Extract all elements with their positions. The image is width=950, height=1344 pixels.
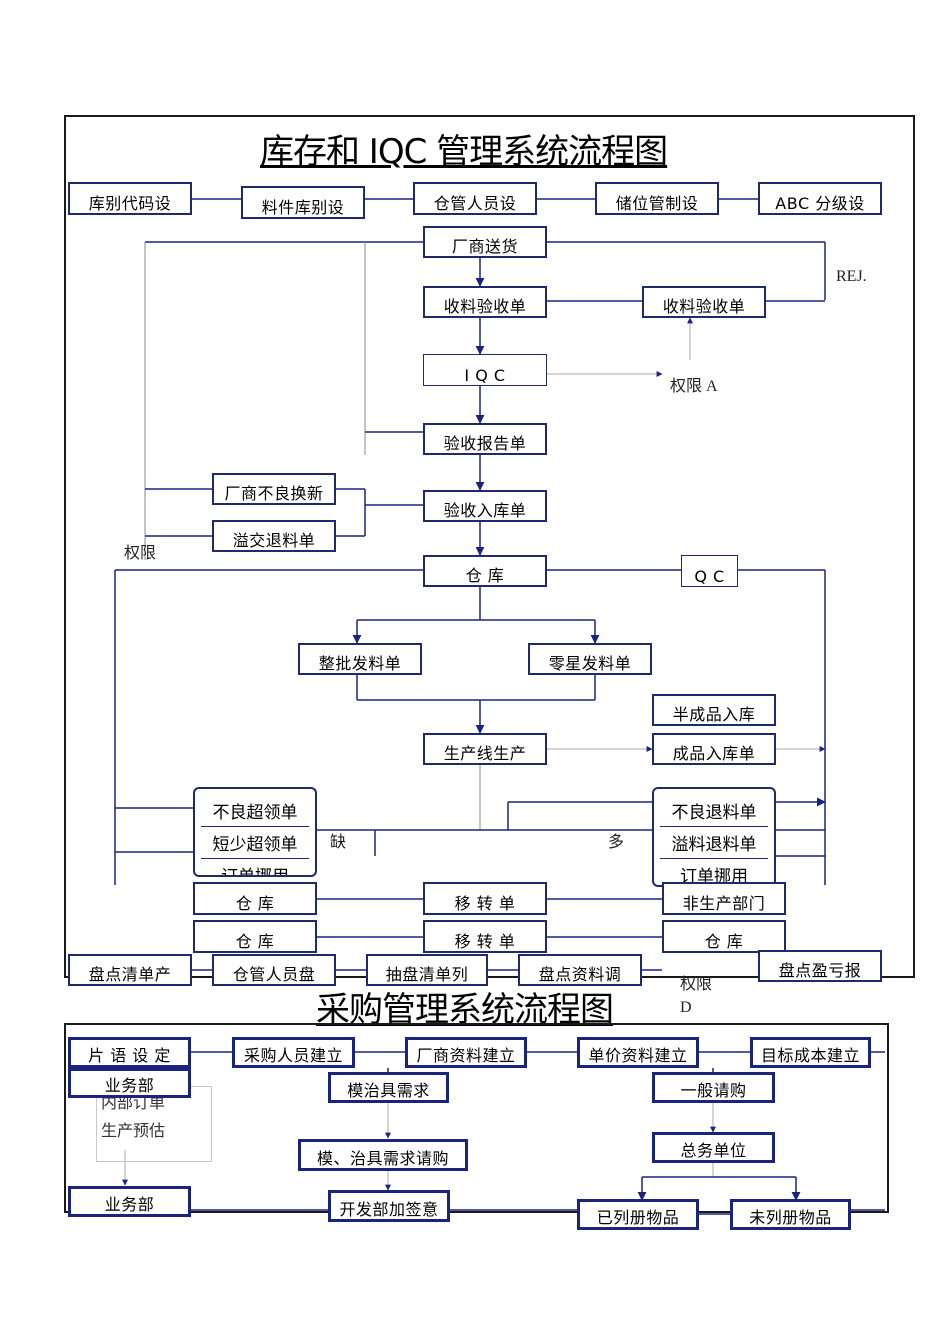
row2-warehouse: 仓 库	[193, 920, 317, 953]
general-affairs: 总务单位	[652, 1132, 775, 1163]
rej-label: REJ.	[836, 268, 867, 285]
row1-warehouse: 仓 库	[193, 882, 317, 915]
warehouse-box: 仓 库	[423, 555, 547, 587]
auth-a-label: 权限 A	[670, 378, 718, 395]
phrase-setup: 片 语 设 定	[68, 1037, 191, 1068]
qc-box: Q C	[681, 555, 738, 587]
auth-d-line2: D	[680, 999, 692, 1016]
mold-demand: 模治具需求	[328, 1072, 449, 1103]
vendor-data-setup: 厂商资料建立	[405, 1037, 527, 1068]
setup-item-warehouse: 料件库别设	[241, 186, 365, 219]
auth-left-label: 权限	[124, 545, 157, 562]
production-line: 生产线生产	[423, 733, 547, 765]
row2-warehouse-dest: 仓 库	[662, 920, 786, 953]
inspection-report: 验收报告单	[423, 423, 547, 455]
setup-abc: ABC 分级设	[758, 182, 882, 215]
vendor-delivery: 厂商送货	[423, 226, 547, 258]
general-request: 一般请购	[652, 1072, 775, 1103]
setup-keeper: 仓管人员设	[413, 182, 537, 215]
surplus-item: 订单挪用	[680, 867, 748, 887]
surplus-item: 溢料退料单	[660, 827, 768, 859]
setup-warehouse-code: 库别代码设	[68, 182, 192, 215]
semi-stock-in: 半成品入库	[652, 694, 776, 726]
shortage-stack: 不良超领单 短少超领单 订单挪用	[193, 787, 317, 877]
row1-non-production: 非生产部门	[662, 882, 786, 915]
inspection-stock-in: 验收入库单	[423, 490, 547, 522]
count-list-generate: 盘点清单产	[68, 954, 192, 986]
auth-d-line1: 权限	[680, 974, 713, 993]
listed-items: 已列册物品	[577, 1199, 699, 1230]
row2-transfer: 移 转 单	[423, 920, 547, 953]
keeper-count: 仓管人员盘	[212, 954, 336, 986]
receipt-note: 收料验收单	[423, 286, 547, 318]
iqc-box: I Q C	[423, 354, 547, 386]
count-data-adjust: 盘点资料调	[518, 954, 642, 986]
surplus-label: 多	[608, 832, 625, 851]
setup-location: 储位管制设	[595, 182, 719, 215]
overpay-return: 溢交退料单	[212, 520, 336, 552]
row1-transfer: 移 转 单	[423, 882, 547, 915]
note-production-forecast: 生产预估	[101, 1121, 166, 1140]
price-data-setup: 单价资料建立	[577, 1037, 699, 1068]
buyer-setup: 采购人员建立	[232, 1037, 355, 1068]
receipt-note-rej: 收料验收单	[642, 286, 766, 318]
purchasing-frame	[64, 1023, 889, 1213]
batch-issue: 整批发料单	[298, 643, 422, 675]
inventory-frame	[64, 115, 915, 978]
finished-stock-in: 成品入库单	[652, 733, 776, 765]
count-profit-loss: 盘点盈亏报	[758, 950, 882, 982]
target-cost-setup: 目标成本建立	[750, 1037, 871, 1068]
mold-request: 模、治具需求请购	[298, 1139, 468, 1171]
shortage-item: 不良超领单	[201, 795, 309, 827]
vendor-replace: 厂商不良换新	[212, 473, 336, 505]
unlisted-items: 未列册物品	[730, 1199, 851, 1230]
business-dept-bottom: 业务部	[68, 1186, 191, 1217]
shortage-label: 缺	[330, 832, 347, 851]
surplus-item: 不良退料单	[660, 795, 768, 827]
shortage-item: 订单挪用	[221, 867, 289, 877]
piece-issue: 零星发料单	[528, 643, 652, 675]
business-dept-top: 业务部	[68, 1068, 191, 1098]
shortage-item: 短少超领单	[201, 827, 309, 859]
sample-count-list: 抽盘清单列	[366, 954, 488, 986]
surplus-stack: 不良退料单 溢料退料单 订单挪用	[652, 787, 776, 887]
rd-countersign: 开发部加签意	[328, 1190, 450, 1222]
inventory-title: 库存和 IQC 管理系统流程图	[260, 132, 668, 172]
